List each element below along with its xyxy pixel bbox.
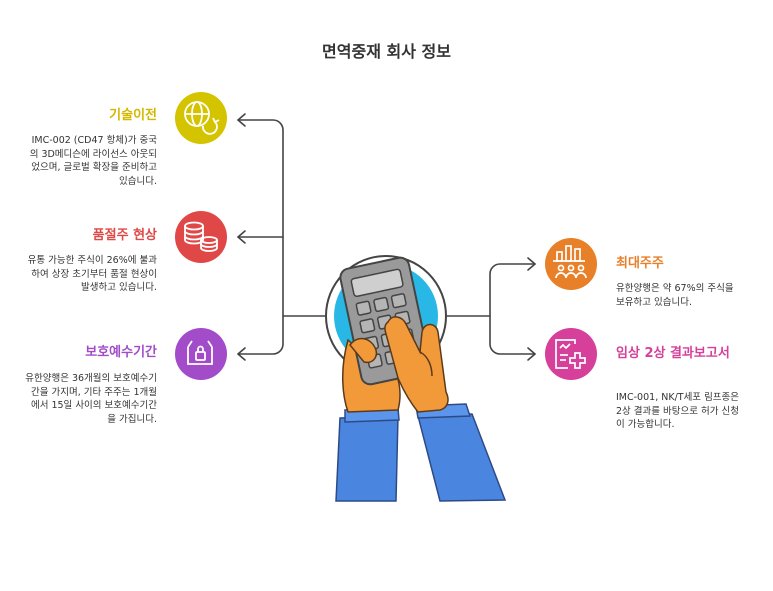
heading-shortage: 품절주 현상 [92, 228, 157, 243]
connector-largest [445, 263, 536, 317]
globe-arrows-icon [175, 92, 227, 144]
heading-phase2: 임상 2상 결과보고서 [616, 346, 730, 361]
connector-tech [237, 119, 327, 317]
connector-lines [237, 113, 536, 361]
desc-lockup: 유한양행은 36개월의 보호예수기간을 가지며, 기타 주주는 1개월에서 15… [25, 373, 157, 425]
heading-tech: 기술이전 [109, 108, 157, 123]
desc-largest: 유한양행은 약 67%의 주식을 보유하고 있습니다. [616, 283, 734, 308]
connector-phase2 [489, 315, 536, 355]
arrowhead-tech [237, 113, 246, 127]
heading-largest: 최대주주 [616, 256, 664, 271]
desc-shortage: 유통 가능한 주식이 26%에 불과하여 상장 초기부터 품절 현상이 발생하고… [27, 255, 157, 293]
desc-phase2: IMC-001, NK/T세포 림프종은 2상 결과를 바탕으로 허가 신청이 … [616, 392, 740, 430]
page-title: 면역중재 회사 정보 [322, 42, 451, 61]
coin-stack-icon [175, 211, 227, 263]
arrowhead-largest [527, 257, 536, 271]
locked-box-icon [175, 328, 227, 380]
heading-lockup: 보호예수기간 [85, 345, 157, 360]
desc-tech: IMC-002 (CD47 항체)가 중국의 3D메디슨에 라이선스 아웃되었으… [29, 135, 157, 187]
arrowhead-phase2 [527, 347, 536, 361]
arrowhead-shortage [237, 230, 246, 244]
arrowhead-lockup [237, 347, 246, 361]
people-chart-icon [545, 238, 597, 290]
connector-lockup [237, 315, 284, 355]
calculator-hands-illustration [325, 255, 507, 502]
medical-document-icon [545, 328, 597, 380]
